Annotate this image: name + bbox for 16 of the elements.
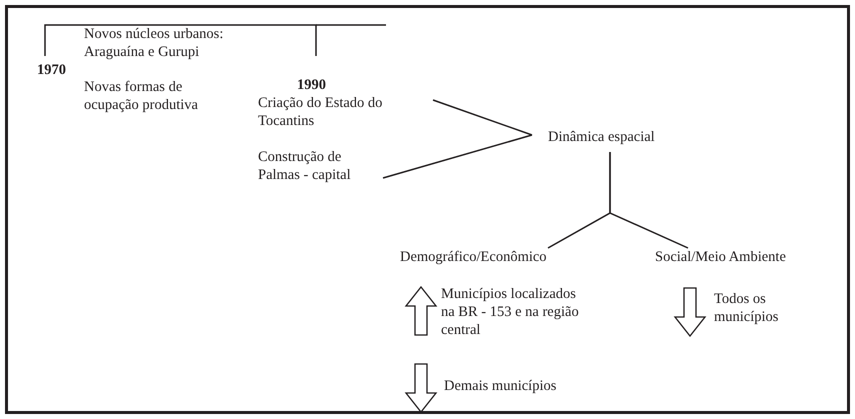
connector-line xyxy=(609,152,688,249)
node-text: Dinâmica espacial xyxy=(532,128,682,152)
note-text: Municípios localizados na BR - 153 e na região central xyxy=(441,285,580,339)
node-text: Construção de Palmas - capital xyxy=(258,148,383,184)
year-label: 1990 xyxy=(297,56,337,94)
connector-line xyxy=(44,24,317,56)
connector-line xyxy=(432,99,532,136)
node-text: Demográfico/Econômico xyxy=(400,248,580,266)
note-text: Todos os municípios xyxy=(714,290,780,326)
node-text: Social/Meio Ambiente xyxy=(655,248,805,266)
note-text: Demais municípios xyxy=(444,377,558,395)
node-text: Criação do Estado do Tocantins xyxy=(258,94,433,130)
node-text: Novos núcleos urbanos: Araguaína e Gurupi xyxy=(84,25,244,61)
connector-line xyxy=(382,134,532,179)
node-text: Novas formas de ocupação produtiva xyxy=(84,78,214,114)
year-label: 1970 xyxy=(37,56,77,79)
